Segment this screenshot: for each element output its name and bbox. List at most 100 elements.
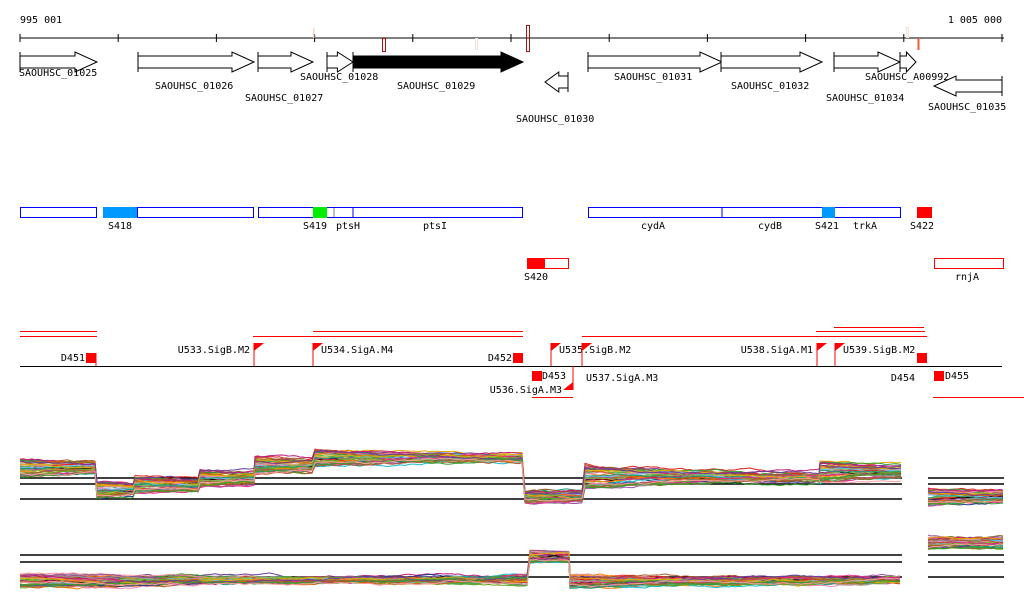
terminator-mark[interactable]	[513, 353, 523, 363]
transcript-lines	[20, 327, 1024, 398]
expression-profiles	[19, 448, 1004, 590]
transcript-label: U537.SigA.M3	[586, 373, 658, 384]
promoter-flag-icon[interactable]	[551, 343, 561, 351]
marker[interactable]	[382, 38, 386, 52]
gene-SAOUHSC_01025[interactable]: SAOUHSC_01025	[19, 51, 99, 79]
terminator-mark[interactable]	[532, 371, 542, 381]
annotation-segment[interactable]	[258, 207, 523, 218]
annotation-label: trkA	[853, 221, 877, 232]
expression-profile-line	[19, 453, 901, 500]
gene-SAOUHSC_01032[interactable]: SAOUHSC_01032	[720, 51, 824, 92]
promoter-flag-icon[interactable]	[313, 343, 323, 351]
gene-label: SAOUHSC_01027	[245, 93, 323, 104]
annotation-S418[interactable]	[103, 207, 138, 218]
gene-SAOUHSC_A00992[interactable]: SAOUHSC_A00992	[865, 50, 949, 83]
transcript-label: U538.SigA.M1	[741, 345, 813, 356]
transcript-label: D455	[945, 371, 969, 382]
annotation-rnjA[interactable]	[934, 258, 1004, 269]
promoter-flag-icon[interactable]	[835, 343, 845, 351]
expression-profile-line	[927, 492, 1004, 497]
terminator-mark[interactable]	[86, 353, 96, 363]
annotation-label: rnjA	[955, 272, 979, 283]
transcript-label: U539.SigB.M2	[843, 345, 915, 356]
marker[interactable]	[526, 25, 530, 52]
annotation-S419[interactable]	[313, 207, 327, 218]
annotation-segment[interactable]	[588, 207, 901, 218]
terminator-mark[interactable]	[917, 353, 927, 363]
gene-label: SAOUHSC_01031	[614, 72, 692, 83]
gene-SAOUHSC_01031[interactable]: SAOUHSC_01031	[587, 51, 724, 83]
gene-label: SAOUHSC_01028	[300, 72, 378, 83]
gene-arrow[interactable]	[899, 50, 917, 74]
promoter-flag-icon[interactable]	[582, 343, 592, 351]
gene-arrow[interactable]	[352, 51, 525, 73]
marker	[475, 38, 478, 50]
ruler: 995 001 1 005 000	[19, 15, 1004, 52]
gene-arrow[interactable]	[326, 51, 354, 73]
expression-profile-line	[927, 489, 1004, 493]
gene-track: SAOUHSC_01025SAOUHSC_01026SAOUHSC_01027S…	[19, 50, 1006, 125]
promoter-flag-icon[interactable]	[817, 343, 827, 351]
gene-arrow[interactable]	[137, 51, 256, 73]
ruler-end-label: 1 005 000	[948, 15, 1002, 26]
annotation-label: S422	[910, 221, 934, 232]
gene-SAOUHSC_01034[interactable]: SAOUHSC_01034	[826, 51, 904, 104]
annotation-label: S421	[815, 221, 839, 232]
gene-arrow[interactable]	[587, 51, 724, 73]
transcript-label: D451	[61, 353, 85, 364]
expression-profile-line	[927, 536, 1004, 540]
transcript-label: U533.SigB.M2	[178, 345, 250, 356]
expression-profile-line	[927, 495, 1004, 501]
annotation-label: S420	[524, 272, 548, 283]
gene-arrow[interactable]	[19, 51, 99, 73]
gene-label: SAOUHSC_01034	[826, 93, 904, 104]
annotation-segment[interactable]	[20, 207, 97, 218]
promoter-flag-icon[interactable]	[254, 343, 264, 351]
expression-profile-line	[927, 543, 1004, 549]
annotation-label: cydB	[758, 221, 782, 232]
expression-profile-line	[927, 494, 1004, 500]
marker	[313, 28, 315, 38]
transcript-label: U535.SigB.M2	[559, 345, 631, 356]
transcript-label: D453	[542, 371, 566, 382]
expression-profile-line	[19, 455, 902, 505]
gene-label: SAOUHSC_01029	[397, 81, 475, 92]
gene-arrow[interactable]	[833, 51, 902, 73]
gene-arrow[interactable]	[720, 51, 824, 73]
ruler-start-label: 995 001	[20, 15, 62, 26]
annotation-segment[interactable]	[137, 207, 254, 218]
gene-SAOUHSC_01026[interactable]: SAOUHSC_01026	[137, 51, 256, 92]
gene-label: SAOUHSC_01035	[928, 102, 1006, 113]
gene-label: SAOUHSC_01026	[155, 81, 233, 92]
transcript-label: U536.SigA.M3	[490, 385, 562, 396]
annotation-label: ptsI	[423, 221, 447, 232]
expression-profile-line	[927, 545, 1004, 550]
annotation-label: cydA	[641, 221, 665, 232]
expression-profile-line	[19, 460, 902, 503]
gene-arrow[interactable]	[932, 75, 1003, 97]
annotation-S420[interactable]	[527, 258, 545, 269]
gene-SAOUHSC_01030[interactable]: SAOUHSC_01030	[516, 71, 594, 125]
marker	[906, 27, 909, 38]
marker[interactable]	[917, 38, 920, 50]
gene-label: SAOUHSC_A00992	[865, 72, 949, 83]
gene-SAOUHSC_01028[interactable]: SAOUHSC_01028	[300, 51, 378, 83]
gene-arrow[interactable]	[257, 51, 315, 73]
transcript-label: U534.SigA.M4	[321, 345, 393, 356]
annotation-label: S419	[303, 221, 327, 232]
gene-arrow[interactable]	[544, 71, 569, 93]
gene-label: SAOUHSC_01030	[516, 114, 594, 125]
expression-profile-line	[19, 458, 902, 501]
promoter-flag-icon[interactable]	[563, 382, 573, 390]
expression-profile-line	[19, 558, 901, 588]
gene-SAOUHSC_01035[interactable]: SAOUHSC_01035	[928, 75, 1006, 113]
terminator-mark[interactable]	[934, 371, 944, 381]
annotation-S422[interactable]	[917, 207, 932, 218]
expression-profile-line	[927, 491, 1004, 496]
expression-profile-line	[19, 457, 902, 502]
gene-SAOUHSC_01027[interactable]: SAOUHSC_01027	[245, 51, 323, 104]
annotation-S421[interactable]	[822, 207, 835, 218]
gene-SAOUHSC_01029[interactable]: SAOUHSC_01029	[352, 51, 525, 92]
